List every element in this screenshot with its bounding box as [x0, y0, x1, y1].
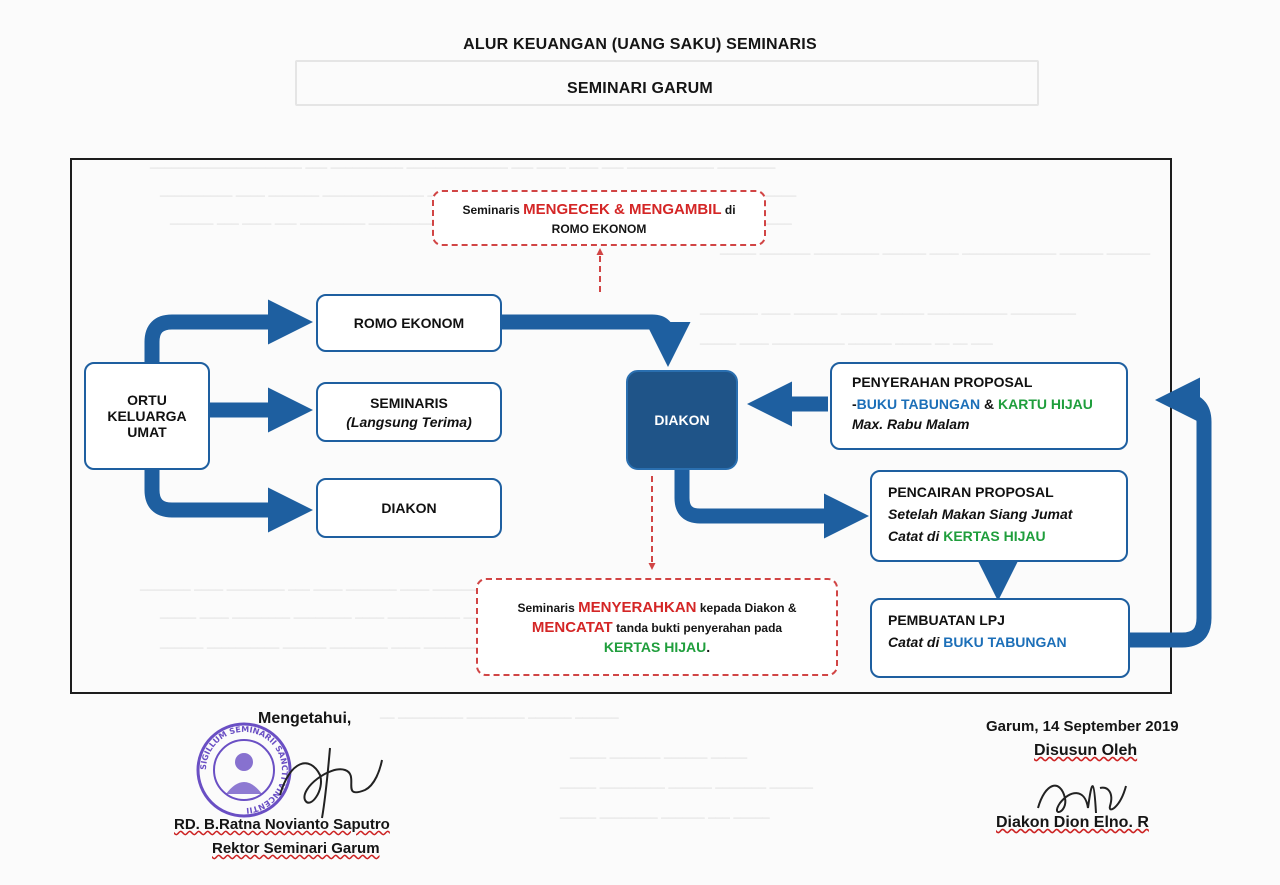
- action-mengecek: MENGECEK & MENGAMBIL: [523, 200, 722, 218]
- arrow-ortu-diakon: [144, 466, 313, 533]
- item-buku-tabungan: BUKU TABUNGAN: [856, 396, 981, 412]
- node-pembuatan-lpj: PEMBUATAN LPJ Catat di BUKU TABUNGAN: [870, 598, 1130, 678]
- node-diakon-center: DIAKON: [626, 370, 738, 470]
- action-mencatat: MENCATAT: [531, 619, 613, 636]
- item-kertas-hijau-bukti: KERTAS HIJAU: [603, 639, 707, 655]
- right-signature: [1037, 784, 1127, 814]
- action-menyerahkan: MENYERAHKAN: [578, 599, 697, 616]
- arrow-lpj-loop: [1130, 377, 1212, 648]
- seminary-stamp: SIGILLUM SEMINARII SANCTI VINCENTII: [196, 722, 292, 818]
- node-penyerahan-proposal: PENYERAHAN PROPOSAL -BUKU TABUNGAN & KAR…: [830, 362, 1128, 450]
- node-diakon-receiver: DIAKON: [316, 478, 502, 538]
- node-ortu-keluarga-umat: ORTU KELUARGA UMAT: [84, 362, 210, 470]
- item-kertas-hijau: KERTAS HIJAU: [943, 528, 1046, 544]
- right-signer-name: Diakon Dion Elno. R: [996, 814, 1149, 831]
- left-signer-name: RD. B.Ratna Novianto Saputro: [174, 816, 390, 833]
- left-signature: [279, 747, 383, 819]
- arrow-ortu-romo: [144, 299, 313, 368]
- flow-frame: [70, 158, 1172, 694]
- page-subtitle: SEMINARI GARUM: [567, 80, 713, 97]
- page-title: ALUR KEUANGAN (UANG SAKU) SEMINARIS: [463, 36, 817, 53]
- item-buku-tabungan-lpj: BUKU TABUNGAN: [943, 634, 1067, 650]
- item-kartu-hijau: KARTU HIJAU: [997, 396, 1093, 412]
- right-heading: Disusun Oleh: [1034, 742, 1138, 759]
- arrow-diakon-pencairan: [674, 470, 869, 539]
- node-seminaris: SEMINARIS (Langsung Terima): [316, 382, 502, 442]
- node-pencairan-proposal: PENCAIRAN PROPOSAL Setelah Makan Siang J…: [870, 470, 1128, 562]
- arrow-romo-diakon: [502, 314, 691, 367]
- node-mengecek-romo-ekonom: Seminaris MENGECEK & MENGAMBIL di ROMO E…: [432, 190, 766, 246]
- node-menyerahkan-mencatat: Seminaris MENYERAHKAN kepada Diakon & ME…: [476, 578, 838, 676]
- left-signer-role: Rektor Seminari Garum: [212, 840, 380, 857]
- left-heading: Mengetahui,: [258, 710, 352, 727]
- node-romo-ekonom: ROMO EKONOM: [316, 294, 502, 352]
- right-place-date: Garum, 14 September 2019: [986, 718, 1179, 735]
